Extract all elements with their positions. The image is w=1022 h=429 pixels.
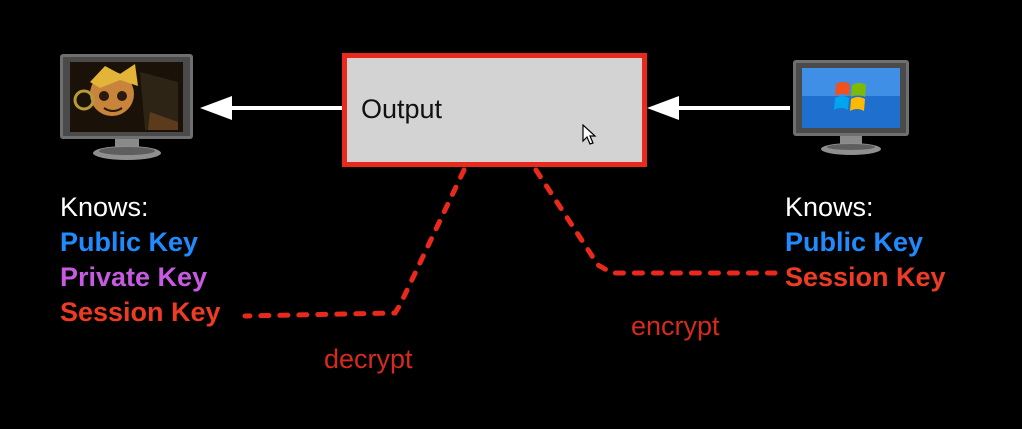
left-private-key: Private Key: [60, 262, 208, 292]
right-session-key: Session Key: [785, 262, 946, 292]
monitor-windows-logo-icon: [793, 60, 911, 156]
left-session-key: Session Key: [60, 297, 221, 327]
output-box: Output: [342, 53, 647, 167]
left-public-key: Public Key: [60, 227, 199, 257]
output-label: Output: [361, 94, 443, 124]
right-knows-title: Knows:: [785, 192, 874, 222]
arrow-to-left-monitor-head: [200, 96, 232, 120]
right-public-key: Public Key: [785, 227, 924, 257]
encrypt-label: encrypt: [631, 311, 720, 341]
arrow-to-output-head: [647, 96, 679, 120]
decrypt-path: [242, 167, 467, 319]
encrypt-path: [533, 167, 778, 276]
monitor-cartoon-character-icon: [60, 52, 195, 162]
left-knows-block: Knows: Public Key Private Key Session Ke…: [60, 190, 221, 330]
mouse-pointer-icon: [582, 124, 597, 145]
right-knows-block: Knows: Public Key Session Key: [785, 190, 946, 295]
decrypt-label: decrypt: [324, 344, 413, 374]
left-knows-title: Knows:: [60, 192, 149, 222]
